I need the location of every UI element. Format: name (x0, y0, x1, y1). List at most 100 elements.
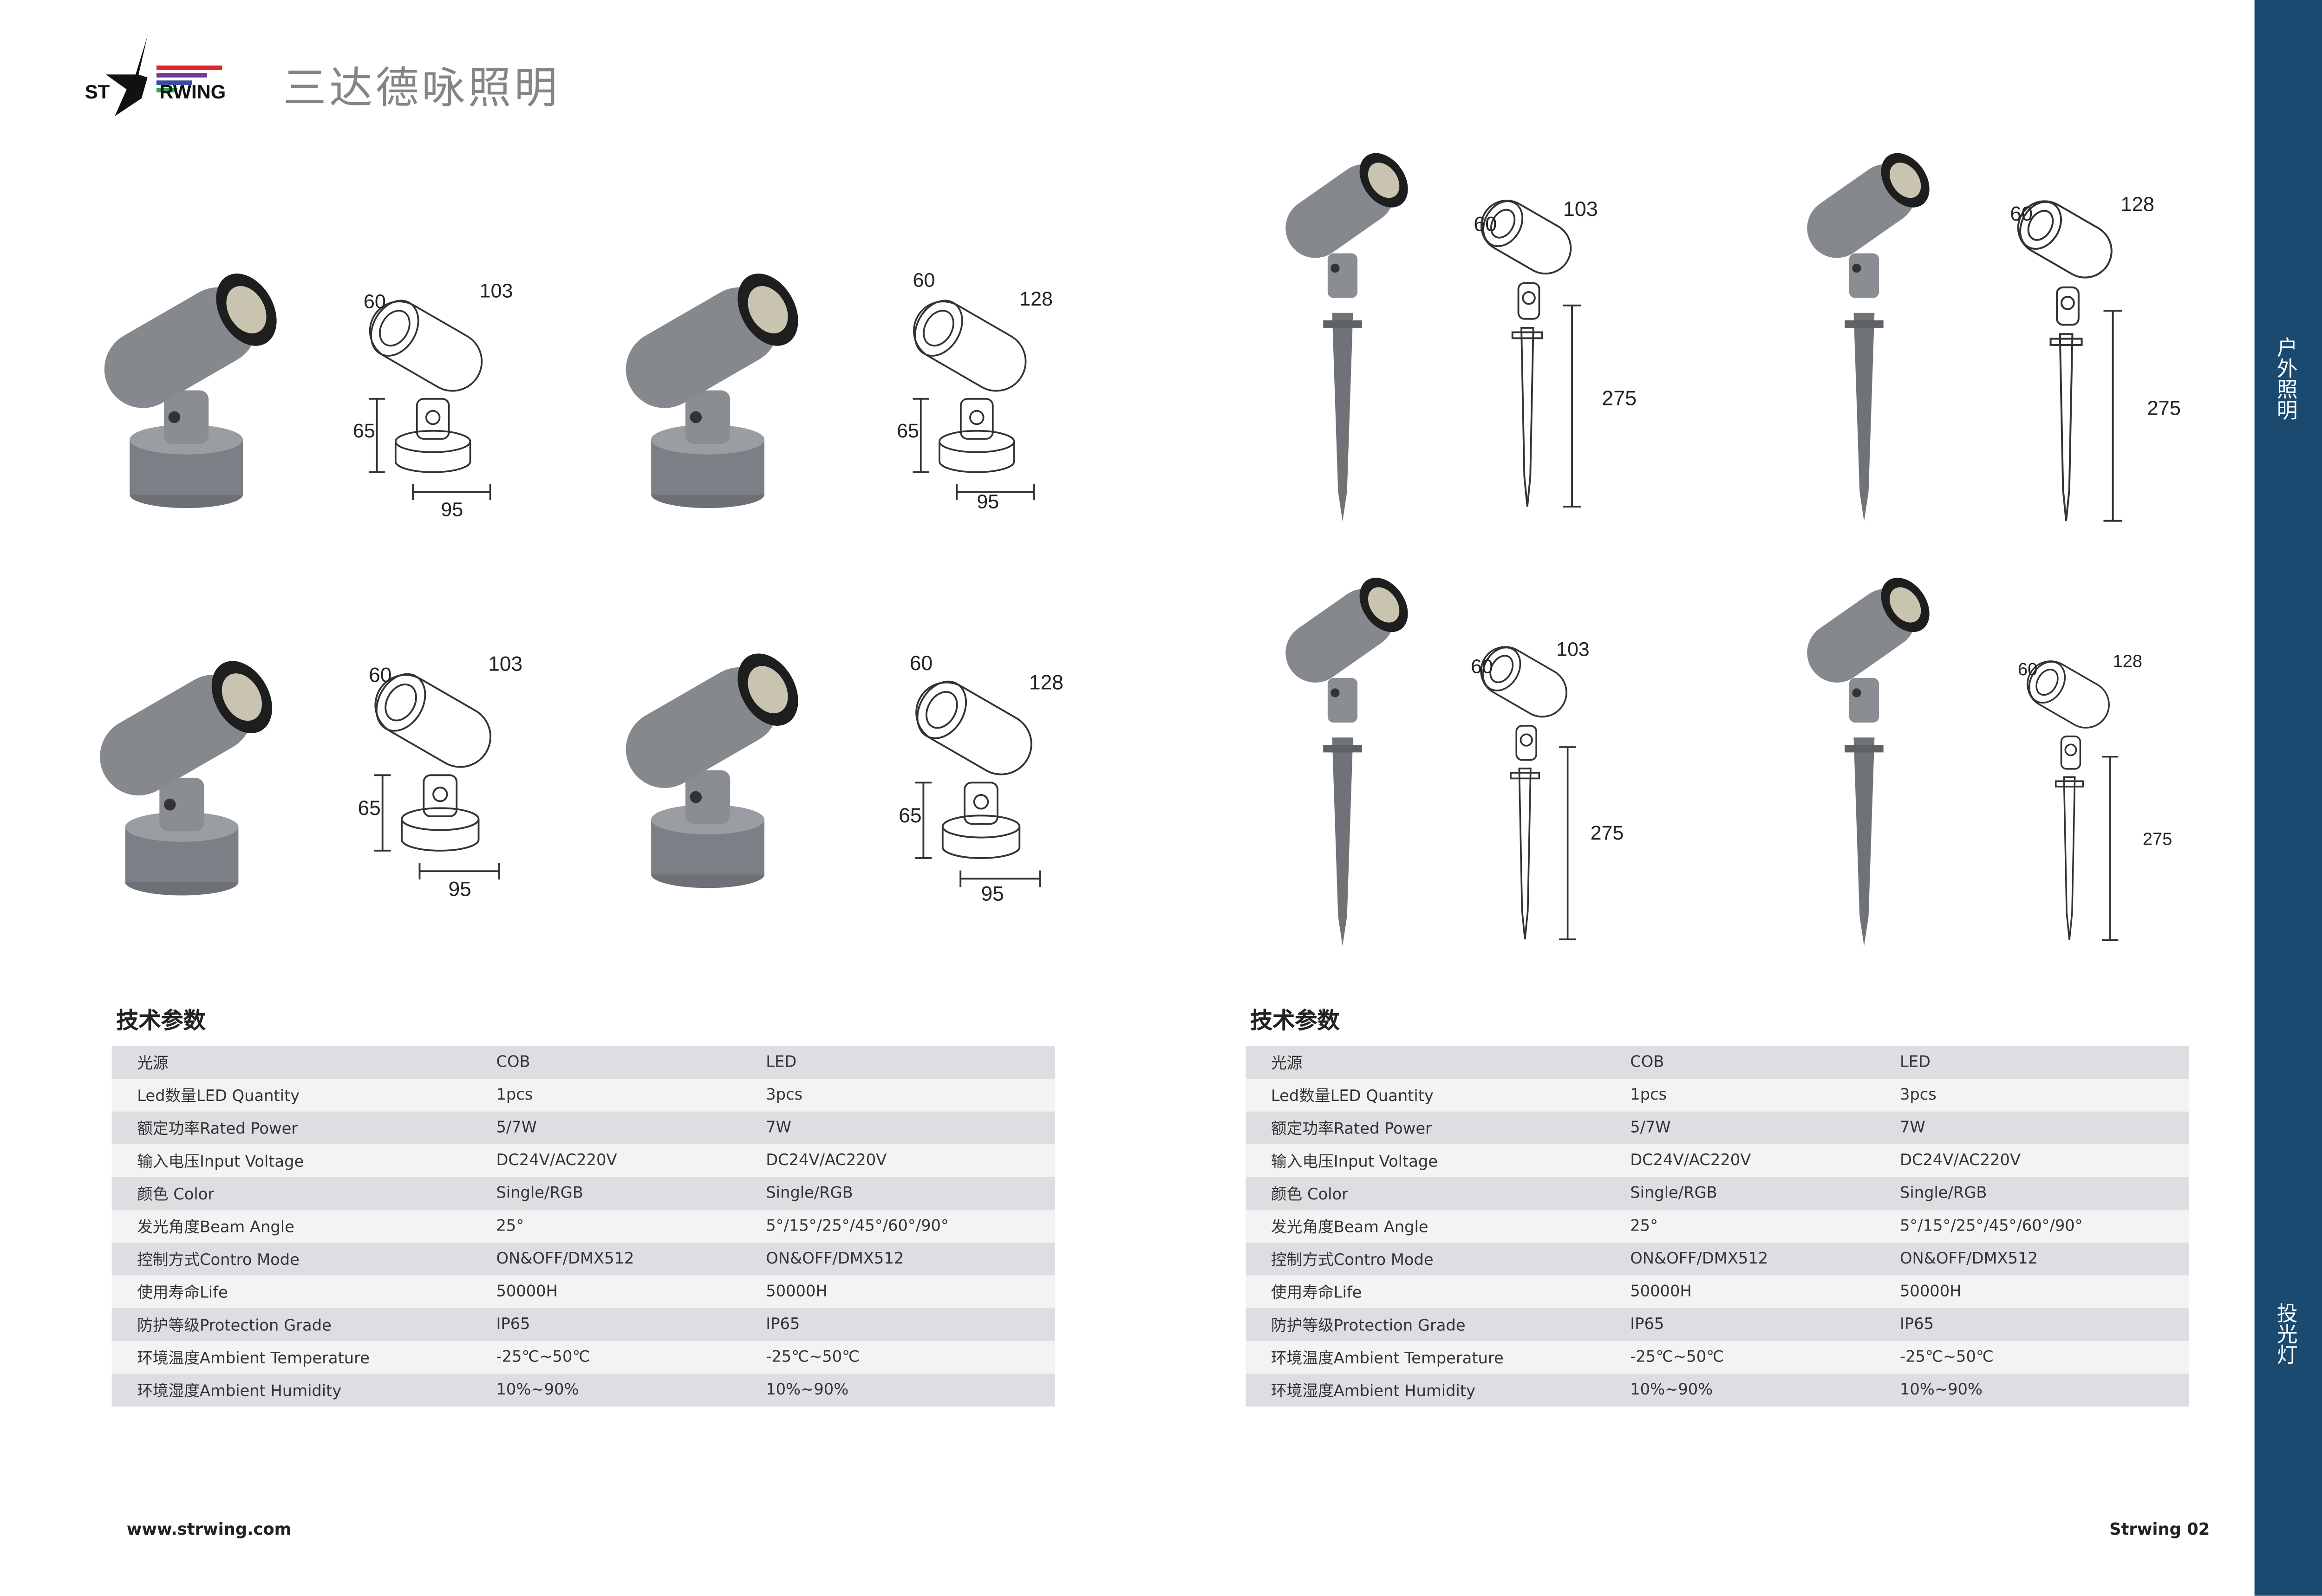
spec-value-cob: 50000H (496, 1283, 558, 1301)
svg-text:ST: ST (85, 81, 110, 103)
spec-label: 环境温度Ambient Temperature (1271, 1349, 1504, 1367)
spec-value-cob: -25℃~50℃ (1630, 1348, 1724, 1367)
spec-label: 环境湿度Ambient Humidity (1271, 1381, 1476, 1400)
spec-value-led: 10%~90% (766, 1381, 849, 1399)
spec-row: Led数量LED Quantity 1pcs 3pcs (1246, 1079, 2189, 1112)
dim-height: 65 (897, 420, 919, 442)
spec-value-led: IP65 (1899, 1316, 1934, 1334)
spec-label: Led数量LED Quantity (137, 1087, 300, 1105)
floodlight-drawing-led-103: 60 103 65 95 (358, 653, 522, 901)
dim-width: 60 (369, 664, 391, 686)
spec-label: 输入电压Input Voltage (1271, 1152, 1438, 1171)
spec-label: 防护等级Protection Grade (1271, 1316, 1466, 1335)
dim-height: 275 (2143, 830, 2172, 849)
spec-row: 防护等级Protection Grade IP65 IP65 (111, 1308, 1055, 1341)
spec-value-cob: DC24V/AC220V (496, 1152, 617, 1170)
spec-label: 颜色 Color (137, 1185, 215, 1203)
spike-light-photo-cob-128 (1800, 149, 1940, 522)
spec-value-cob: Single/RGB (1630, 1184, 1717, 1203)
spec-value-cob: ON&OFF/DMX512 (496, 1250, 634, 1268)
spec-label: 输入电压Input Voltage (137, 1152, 304, 1171)
sidebar: 户外照明 投光灯 (2254, 0, 2322, 1596)
dim-width: 60 (2018, 660, 2037, 679)
dim-height: 65 (358, 797, 380, 820)
spec-value-led: -25℃~50℃ (766, 1348, 860, 1367)
spike-light-photo-led-103 (1278, 573, 1418, 946)
spec-value-led: 3pcs (766, 1086, 803, 1104)
spec-value-cob: 10%~90% (496, 1381, 579, 1399)
spec-value-cob: -25℃~50℃ (496, 1348, 590, 1367)
floodlight-drawing-cob-103: 60 103 65 95 (353, 280, 513, 521)
spec-value-cob: 5/7W (496, 1119, 537, 1137)
dim-length: 128 (2113, 652, 2142, 671)
spec-value-cob: COB (1630, 1053, 1664, 1071)
sidebar-subcategory: 投光灯 (2274, 1302, 2298, 1365)
dim-height: 275 (1591, 822, 1624, 844)
dim-base: 95 (441, 499, 463, 521)
spec-value-led: 7W (1899, 1119, 1925, 1137)
spike-light-photo-led-128 (1800, 573, 1940, 946)
spec-value-led: 5°/15°/25°/45°/60°/90° (766, 1217, 949, 1235)
spec-label: 使用寿命Life (137, 1283, 228, 1302)
dim-length: 103 (1563, 197, 1598, 221)
spike-light-drawing-cob-128: 60 128 275 (1997, 186, 2181, 536)
spec-value-led: -25℃~50℃ (1899, 1348, 1994, 1367)
dim-length: 128 (2120, 194, 2154, 216)
spike-light-photo-cob-103 (1278, 149, 1418, 522)
svg-text:RWING: RWING (159, 81, 226, 103)
footer-website[interactable]: www.strwing.com (126, 1519, 292, 1539)
spec-label: 使用寿命Life (1271, 1283, 1362, 1302)
dim-width: 60 (910, 652, 933, 675)
spec-value-cob: 25° (496, 1217, 524, 1235)
spec-value-led: Single/RGB (1899, 1184, 1987, 1203)
floodlight-photo-cob-128 (618, 262, 811, 508)
spec-value-cob: ON&OFF/DMX512 (1630, 1250, 1768, 1268)
spec-row: 输入电压Input Voltage DC24V/AC220V DC24V/AC220… (111, 1144, 1055, 1177)
spec-row: 环境温度Ambient Temperature -25℃~50℃ -25℃~50℃ (1246, 1341, 2189, 1374)
dim-base: 95 (977, 490, 999, 513)
spec-title-right: 技术参数 (1250, 1007, 1340, 1034)
dim-height: 275 (2147, 397, 2181, 420)
spec-value-led: 3pcs (1899, 1086, 1937, 1104)
spec-value-led: Single/RGB (766, 1184, 853, 1203)
spec-value-cob: 1pcs (1630, 1086, 1667, 1104)
footer-page-number: Strwing 02 (2109, 1519, 2210, 1539)
brand-logo: ST RWING (82, 33, 246, 117)
spec-value-cob: 25° (1630, 1217, 1658, 1235)
spec-value-cob: IP65 (496, 1316, 530, 1334)
dim-width: 60 (364, 291, 386, 313)
spec-label: 发光角度Beam Angle (1271, 1218, 1428, 1236)
spec-value-led: IP65 (766, 1316, 800, 1334)
spec-row: 环境温度Ambient Temperature-25℃~50℃-25℃~50℃ (111, 1341, 1055, 1374)
company-title: 三达德咏照明 (283, 62, 561, 113)
spec-label: 防护等级Protection Grade (137, 1316, 332, 1335)
floodlight-photo-cob-103 (97, 262, 289, 508)
spec-value-led: DC24V/AC220V (766, 1152, 887, 1170)
spec-value-led: LED (1899, 1053, 1931, 1071)
spike-light-drawing-cob-103: 60 103 275 (1471, 190, 1637, 508)
spike-light-drawing-led-128: 60 128 275 (2018, 652, 2172, 941)
dim-height: 65 (353, 420, 375, 442)
dim-width: 60 (2010, 203, 2032, 225)
dim-base: 95 (449, 878, 471, 900)
spec-value-led: 10%~90% (1899, 1381, 1983, 1399)
spec-label: Led数量LED Quantity (1271, 1087, 1434, 1105)
floodlight-drawing-cob-128: 60 128 65 95 (897, 269, 1053, 513)
